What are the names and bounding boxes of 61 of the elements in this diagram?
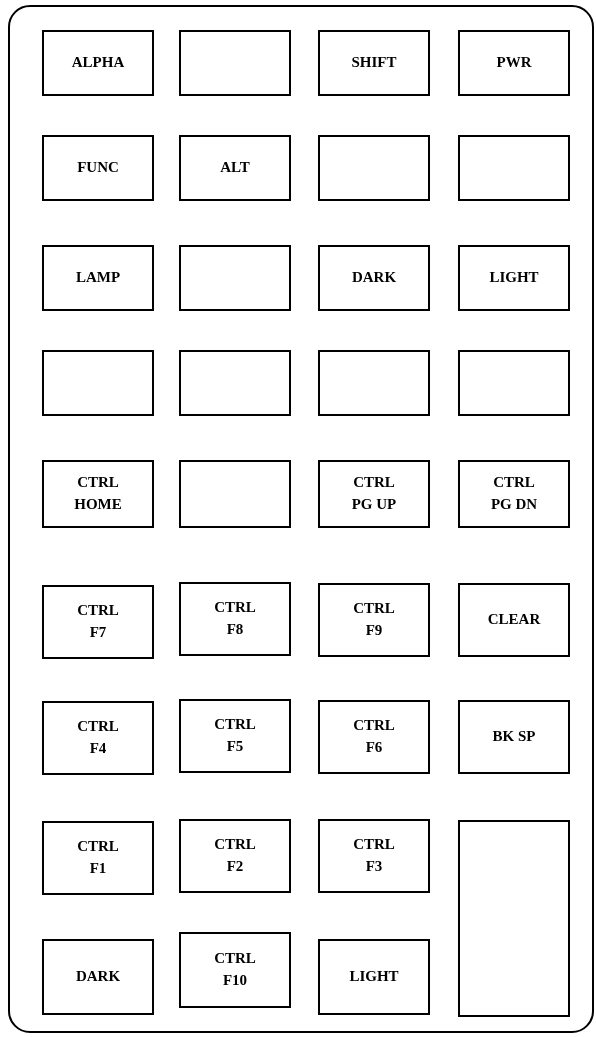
key-label: CTRL F3 xyxy=(352,835,396,876)
keypad-key xyxy=(179,582,291,656)
key-label: ALPHA xyxy=(71,53,125,73)
keypad-key xyxy=(458,30,570,96)
keypad-key xyxy=(42,821,154,895)
key-label: CLEAR xyxy=(487,610,541,630)
key-label: LIGHT xyxy=(489,268,539,288)
keypad-key xyxy=(179,30,291,96)
keypad-key xyxy=(458,350,570,416)
key-label: CTRL F1 xyxy=(76,837,120,878)
key-label: PWR xyxy=(496,53,532,73)
keypad-key xyxy=(42,245,154,311)
keypad-frame xyxy=(8,5,594,1033)
keypad-key xyxy=(42,135,154,201)
key-label: ALT xyxy=(220,158,250,178)
key-label: LIGHT xyxy=(349,967,399,987)
key-label: BK SP xyxy=(492,727,536,747)
keypad-key xyxy=(318,583,430,657)
key-label: CTRL PG UP xyxy=(350,473,398,514)
keypad-key xyxy=(42,585,154,659)
keypad-key xyxy=(318,700,430,774)
keypad-key xyxy=(318,939,430,1015)
keypad-key xyxy=(179,460,291,528)
keypad-key xyxy=(179,135,291,201)
key-label: CTRL F5 xyxy=(213,715,257,756)
key-label: CTRL F4 xyxy=(76,717,120,758)
keypad-key xyxy=(179,819,291,893)
key-label: DARK xyxy=(351,268,397,288)
keypad-key xyxy=(458,820,570,1017)
keypad-key xyxy=(458,245,570,311)
keypad-key xyxy=(179,932,291,1008)
keypad-key xyxy=(42,350,154,416)
keypad-key xyxy=(318,245,430,311)
keypad-key xyxy=(42,939,154,1015)
key-label: CTRL F2 xyxy=(213,835,257,876)
keypad-key xyxy=(42,701,154,775)
key-label: SHIFT xyxy=(351,53,397,73)
key-label: CTRL PG DN xyxy=(489,473,539,514)
keypad-key xyxy=(458,135,570,201)
key-label: FUNC xyxy=(77,158,119,178)
key-label: CTRL F7 xyxy=(76,601,120,642)
key-label: CTRL F8 xyxy=(213,598,257,639)
keypad-key xyxy=(179,699,291,773)
keypad-key xyxy=(42,460,154,528)
key-label: DARK xyxy=(75,967,121,987)
keypad-key xyxy=(318,819,430,893)
key-label: LAMP xyxy=(75,268,121,288)
key-label: CTRL F9 xyxy=(352,599,396,640)
keypad-key xyxy=(42,30,154,96)
key-label: CTRL F6 xyxy=(352,716,396,757)
keypad-key xyxy=(458,583,570,657)
keypad-key xyxy=(458,460,570,528)
keypad-key xyxy=(458,700,570,774)
key-label: CTRL HOME xyxy=(73,473,123,514)
keypad-key xyxy=(318,30,430,96)
keypad-key xyxy=(179,350,291,416)
keypad-key xyxy=(318,135,430,201)
keypad-key xyxy=(179,245,291,311)
keypad-key xyxy=(318,350,430,416)
key-label: CTRL F10 xyxy=(213,949,257,990)
keypad-key xyxy=(318,460,430,528)
